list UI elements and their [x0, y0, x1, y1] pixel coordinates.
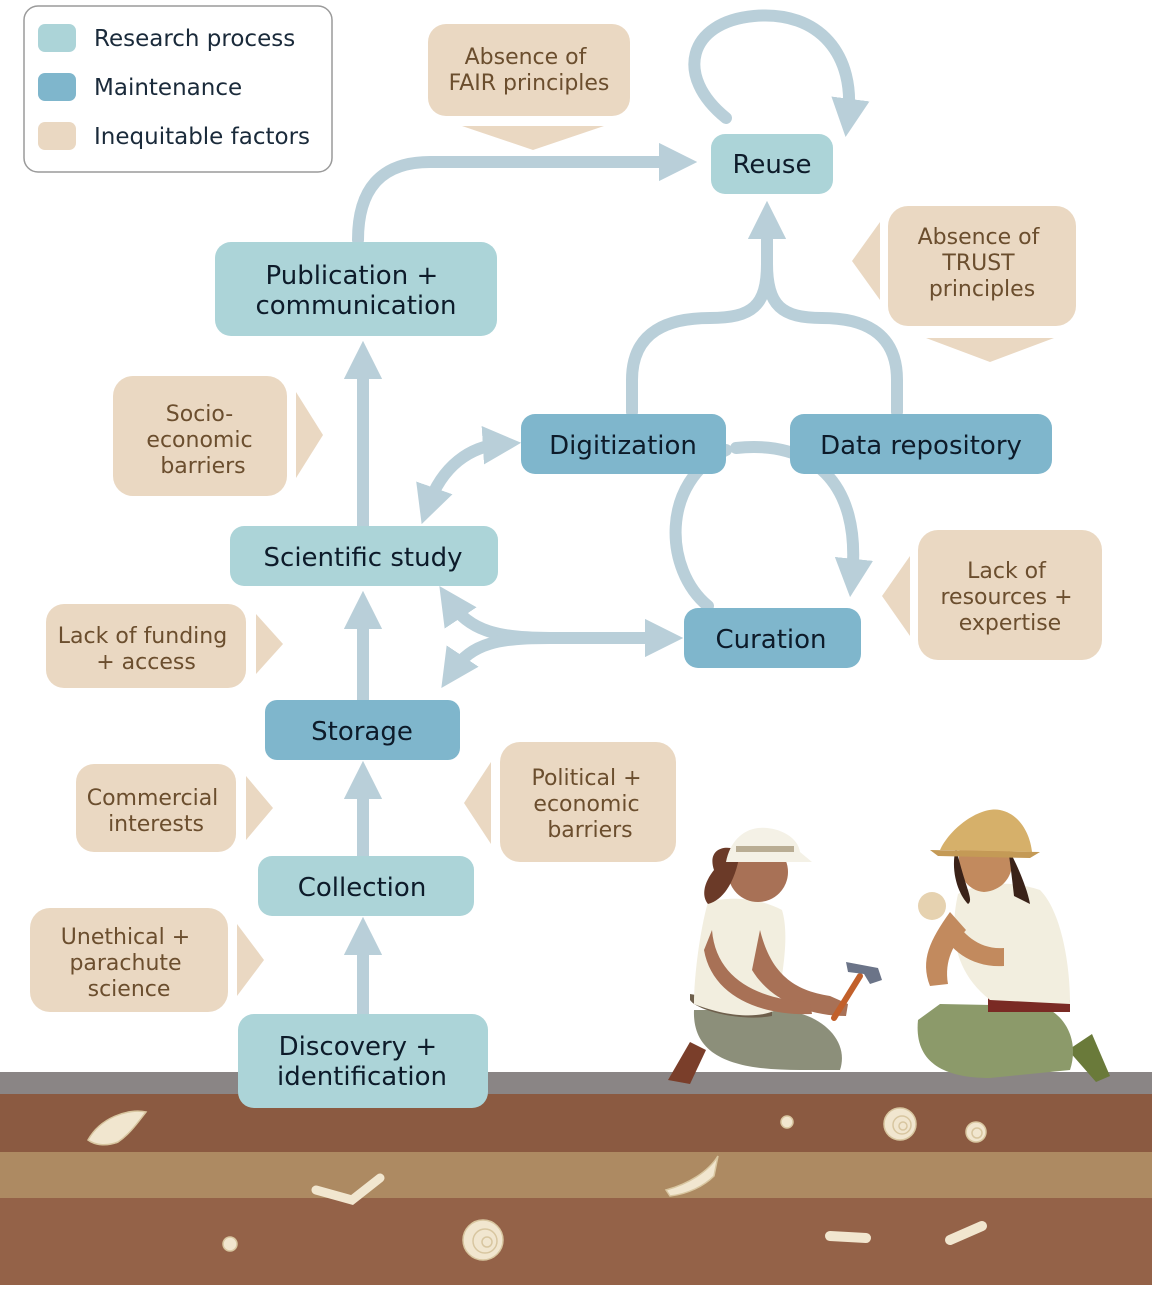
factor-trust — [888, 206, 1076, 326]
bone-icon — [825, 1231, 871, 1243]
soil-layer-3 — [0, 1198, 1152, 1285]
node-data-repository — [790, 414, 1052, 474]
ammonite-icon — [222, 1236, 238, 1252]
node-collection-label: Collection — [298, 873, 427, 903]
legend-label-research: Research process — [94, 26, 295, 52]
arrow-study-to-curation — [439, 586, 684, 658]
process-nodes: Reuse Publication + communication Digiti… — [215, 134, 1052, 1108]
hammer-icon — [846, 962, 882, 984]
legend-swatch-research — [38, 24, 76, 52]
researcher-left — [668, 827, 882, 1084]
bone-icon — [311, 1173, 385, 1205]
fossil-in-hand-icon — [918, 892, 946, 920]
soil-layer-1 — [0, 1094, 1152, 1152]
factor-fair — [428, 24, 630, 116]
node-publication-label: Publication + communication — [255, 261, 456, 321]
node-storage — [265, 700, 460, 760]
node-curation-label: Curation — [715, 625, 826, 655]
arrow-repository-to-reuse — [761, 258, 903, 418]
soil-layer-2 — [0, 1152, 1152, 1198]
soil-layers — [0, 1072, 1152, 1285]
fossils — [87, 1107, 987, 1261]
arrow-study-digitization — [416, 426, 522, 525]
node-scientific-study-label: Scientific study — [264, 543, 463, 573]
factor-trust-pointer-down — [926, 338, 1054, 362]
legend-swatch-inequitable — [38, 122, 76, 150]
legend-swatch-maintenance — [38, 73, 76, 101]
factor-unethical — [30, 908, 228, 1012]
factor-resources-pointer — [882, 556, 910, 636]
ammonite-icon — [462, 1219, 504, 1261]
inequitable-factors: Absence of FAIR principles Absence of TR… — [30, 24, 1102, 1012]
legend-label-inequitable: Inequitable factors — [94, 124, 310, 150]
factor-funding — [46, 604, 246, 688]
factor-unethical-label: Unethical + parachute science — [61, 925, 197, 1002]
node-discovery — [238, 1014, 488, 1108]
factor-political — [500, 742, 676, 862]
node-digitization-label: Digitization — [549, 431, 697, 461]
factor-fair-label: Absence of FAIR principles — [449, 45, 610, 96]
legend-box — [23, 5, 333, 173]
arrow-to-storage — [441, 632, 556, 688]
factor-commercial-pointer — [246, 776, 273, 840]
node-data-repository-label: Data repository — [820, 431, 1022, 461]
ammonite-icon — [780, 1115, 794, 1129]
shell-icon — [87, 1110, 148, 1146]
factor-resources-label: Lack of resources + expertise — [940, 559, 1079, 636]
factor-trust-label: Absence of TRUST principles — [918, 225, 1047, 302]
factor-commercial — [76, 764, 236, 852]
factor-funding-pointer — [256, 614, 283, 674]
legend: Research process Maintenance Inequitable… — [23, 5, 333, 173]
factor-political-pointer — [464, 762, 491, 844]
factor-socio — [113, 376, 287, 496]
node-storage-label: Storage — [311, 717, 413, 747]
factor-socio-pointer — [296, 392, 323, 478]
node-publication — [215, 242, 497, 336]
researcher-right — [917, 809, 1110, 1082]
ammonite-icon — [883, 1107, 917, 1141]
node-reuse-label: Reuse — [733, 150, 812, 180]
node-scientific-study — [230, 526, 498, 586]
node-reuse — [711, 134, 833, 194]
jaw-icon — [664, 1155, 719, 1197]
node-curation — [684, 608, 861, 668]
researchers-illustration — [668, 809, 1110, 1084]
bone-icon — [945, 1221, 987, 1245]
factor-fair-pointer — [462, 126, 604, 150]
node-collection — [258, 856, 474, 916]
arrow-publication-to-reuse — [352, 142, 698, 246]
factor-unethical-pointer — [237, 924, 264, 996]
arrow-reuse-self-loop — [688, 9, 870, 138]
factor-resources — [918, 530, 1102, 660]
factor-commercial-label: Commercial interests — [87, 786, 226, 837]
factor-political-label: Political + economic barriers — [531, 766, 648, 843]
arrow-digitization-to-reuse — [626, 200, 787, 418]
legend-label-maintenance: Maintenance — [94, 75, 242, 101]
node-digitization — [521, 414, 726, 474]
node-discovery-label: Discovery + identification — [277, 1032, 447, 1092]
ammonite-icon — [965, 1121, 987, 1143]
flow-arrows — [343, 9, 903, 1020]
factor-funding-label: Lack of funding + access — [58, 624, 234, 675]
factor-trust-pointer-left — [852, 222, 880, 300]
factor-socio-label: Socio- economic barriers — [146, 402, 259, 479]
